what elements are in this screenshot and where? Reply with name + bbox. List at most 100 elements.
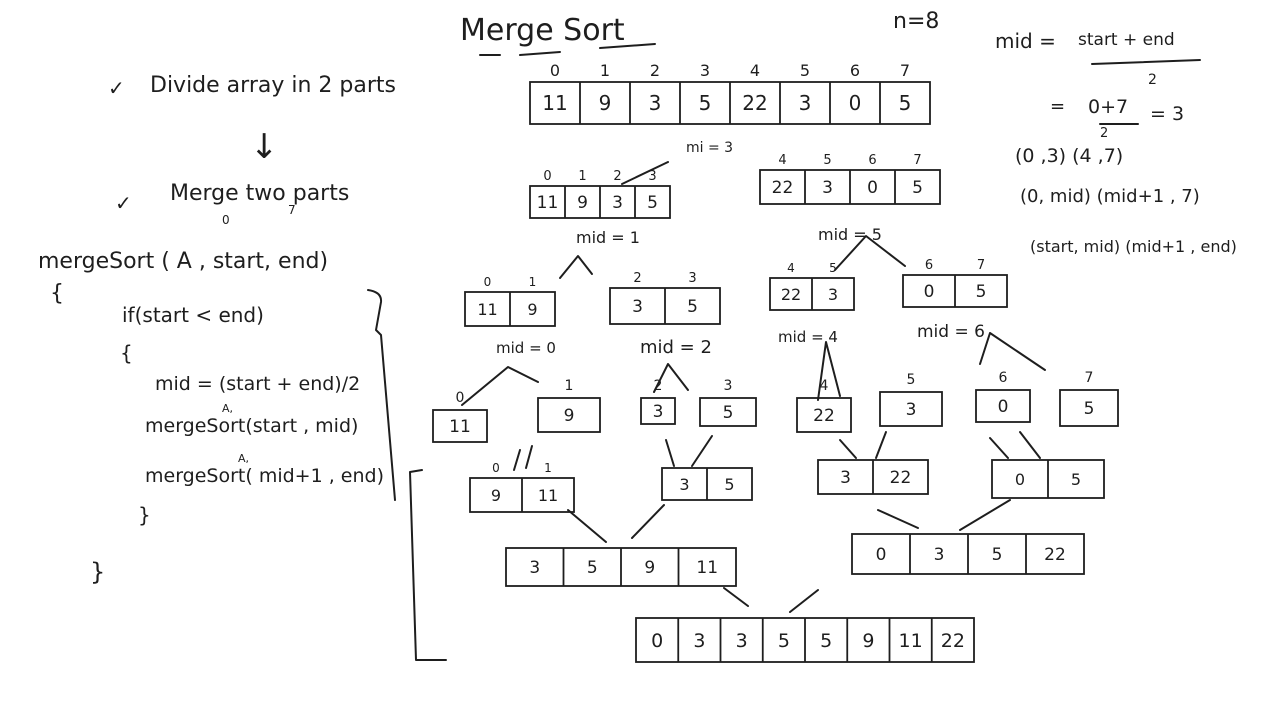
- n-label: n=8: [893, 9, 939, 34]
- array-l2b-cell: 3: [632, 297, 643, 317]
- leaf-index: 6: [999, 370, 1008, 386]
- down-arrow: ↓: [250, 127, 279, 167]
- array-l2c-index: 5: [829, 261, 837, 275]
- array-final-cell: 0: [651, 630, 663, 652]
- leaf-value: 5: [1084, 399, 1095, 419]
- array-m1c-cell: 22: [890, 468, 912, 488]
- mid-label-l2c: mid = 4: [778, 328, 838, 346]
- leaf-box: [1059, 389, 1119, 427]
- array-l2c-cell: 3: [828, 285, 838, 304]
- page-title: Merge Sort: [460, 13, 625, 48]
- mid-pointer-top: [621, 161, 669, 185]
- array-final-cell: 3: [693, 630, 705, 652]
- array-m1a-cell: 9: [491, 486, 501, 505]
- array-l2a-index: 1: [529, 275, 537, 289]
- leaf-index: 2: [654, 378, 663, 394]
- formula-eq: =: [1050, 96, 1065, 117]
- array-right-cell: 5: [912, 178, 923, 198]
- array-m2b-cell: 3: [934, 545, 945, 565]
- code-if-close: }: [138, 503, 151, 527]
- leaf-index: 5: [907, 372, 916, 388]
- leaf-box: [537, 397, 601, 433]
- array-l2d-cell: 5: [976, 282, 987, 302]
- array-right-cell: 3: [822, 178, 833, 198]
- leaf-value: 0: [998, 397, 1009, 417]
- formula-ranges-1: (0 ,3) (4 ,7): [1015, 145, 1123, 167]
- formula-ranges-3: (start, mid) (mid+1 , end): [1030, 237, 1237, 256]
- array-root-cell: 5: [899, 91, 912, 115]
- array-root-cell: 5: [699, 91, 712, 115]
- array-right-index: 6: [868, 153, 876, 168]
- leaf-value: 9: [564, 406, 575, 426]
- array-l2c-index: 4: [787, 261, 795, 275]
- leaf-box: [975, 389, 1031, 423]
- formula-calc-num: 0+7: [1088, 96, 1128, 118]
- formula-calc-den: 2: [1100, 126, 1108, 141]
- leaf-box: [699, 397, 757, 427]
- code-open-brace: {: [50, 281, 64, 306]
- array-m1a-index: 1: [544, 461, 552, 475]
- array-right-cell: 0: [867, 178, 878, 198]
- formula-mid-lhs: mid =: [995, 29, 1056, 53]
- array-l2b-index: 3: [688, 271, 696, 286]
- array-root-index: 5: [800, 61, 810, 80]
- leaf-value: 3: [906, 400, 917, 420]
- step1-check: ✓: [108, 76, 125, 100]
- array-root-index: 1: [600, 61, 610, 80]
- leaf-value: 3: [653, 402, 664, 422]
- array-right-cell: 22: [772, 178, 794, 198]
- array-left-index: 0: [543, 169, 551, 184]
- array-left-index: 1: [578, 169, 586, 184]
- array-right-index: 7: [913, 153, 921, 168]
- array-l2a-cell: 11: [477, 300, 497, 319]
- code-a-annot-1: A,: [222, 402, 233, 415]
- array-root-cell: 9: [599, 91, 612, 115]
- array-root-cell: 0: [849, 91, 862, 115]
- mid-label-l2d: mid = 6: [917, 322, 985, 342]
- array-final-cell: 11: [899, 630, 923, 652]
- leaf-box: [432, 409, 488, 443]
- array-m2b-cell: 0: [876, 545, 887, 565]
- array-m2b-cell: 5: [992, 545, 1003, 565]
- array-m1a-cell: 11: [538, 486, 558, 505]
- array-final-cell: 5: [778, 630, 790, 652]
- array-right-index: 4: [778, 153, 786, 168]
- leaf-index: 0: [456, 390, 465, 406]
- array-m2a-cell: 9: [644, 558, 655, 578]
- array-root-index: 3: [700, 61, 710, 80]
- array-m2b-cell: 22: [1044, 545, 1066, 565]
- array-root-index: 0: [550, 61, 560, 80]
- array-left-cell: 11: [537, 193, 559, 213]
- array-l2d-cell: 0: [924, 282, 935, 302]
- code-call-1: mergeSort(start , mid): [145, 415, 358, 437]
- code-if-line: if(start < end): [122, 303, 264, 327]
- title-underline: [479, 43, 656, 56]
- leaf-value: 22: [813, 406, 835, 426]
- array-m2a-cell: 3: [529, 558, 540, 578]
- array-root-cell: 3: [799, 91, 812, 115]
- code-signature: mergeSort ( A , start, end): [38, 249, 328, 274]
- leaf-index: 3: [724, 378, 733, 394]
- array-root-index: 4: [750, 61, 760, 80]
- array-root-index: 2: [650, 61, 660, 80]
- step2-check: ✓: [115, 191, 132, 215]
- mid-label-left: mid = 1: [576, 228, 640, 247]
- array-m1b-cell: 5: [724, 475, 734, 494]
- formula-ranges-2: (0, mid) (mid+1 , 7): [1020, 186, 1200, 207]
- array-right-index: 5: [823, 153, 831, 168]
- array-left-cell: 5: [647, 193, 658, 213]
- array-final-cell: 3: [736, 630, 748, 652]
- array-l2b-index: 2: [633, 271, 641, 286]
- merge-left-bracket: [409, 469, 447, 661]
- array-root-index: 7: [900, 61, 910, 80]
- leaf-value: 11: [449, 417, 471, 437]
- array-m1b-cell: 3: [679, 475, 689, 494]
- formula-calc-result: = 3: [1150, 103, 1184, 125]
- formula-fraction-bar: [1091, 59, 1201, 65]
- array-m2a-cell: 5: [587, 558, 598, 578]
- array-final-cell: 9: [862, 630, 874, 652]
- array-left-index: 3: [648, 169, 656, 184]
